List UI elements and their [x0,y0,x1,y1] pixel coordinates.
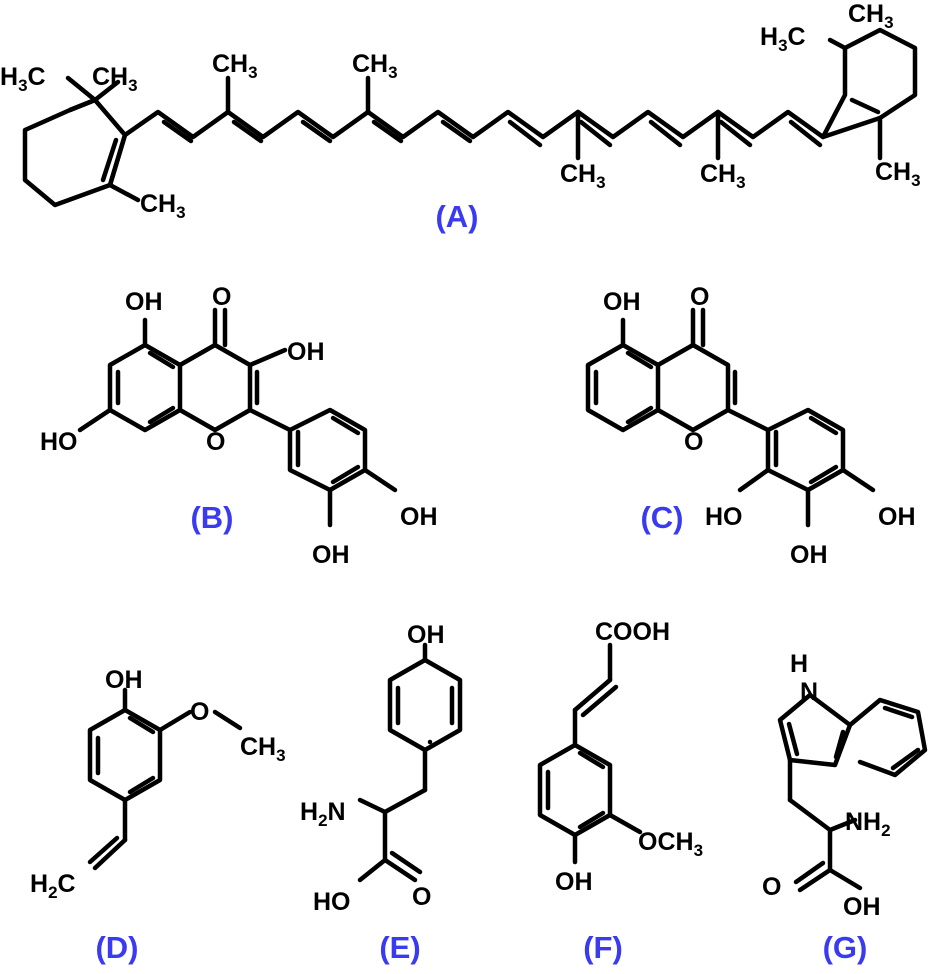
label-ch3: CH3 [560,160,606,192]
label-ch3: CH3 [92,63,138,95]
label-o: O [190,698,209,726]
label-h: H [790,650,808,678]
label-ch3: CH3 [352,50,398,82]
label-h2n: H2N [300,798,346,830]
label-o: O [684,428,703,456]
label-h2c: H2C [30,870,76,902]
label-o: O [206,428,225,456]
molecule-e-tyrosine: OH H2N HO O (E) [300,621,463,965]
label-o: O [690,283,709,311]
label-a: (A) [435,199,478,234]
molecule-b-quercetin: OH O OH HO O OH OH (B) [40,283,438,569]
label-cooh: COOH [595,618,670,646]
label-ch3: CH3 [848,0,894,32]
molecule-c: OH O O OH HO OH (C) [585,283,916,569]
label-oh: OH [407,621,445,649]
label-ch3: CH3 [140,190,186,222]
label-ho: HO [313,888,351,916]
molecule-f-ferulic-acid: COOH OCH3 OH (F) [537,618,703,965]
label-d: (D) [95,930,138,965]
label-oh: OH [878,503,916,531]
label-nh2: NH2 [845,808,891,840]
molecule-a-beta-carotene: H3C CH3 CH3 CH3 CH3 CH3 CH3 CH3 H3C CH3 … [0,0,921,234]
label-ho: HO [40,428,78,456]
label-oh: OH [843,893,881,921]
molecule-g-tryptophan: H N NH2 O OH (G) [762,650,928,965]
label-oh: OH [312,541,350,569]
label-oh: OH [125,288,163,316]
label-ch3: CH3 [875,158,921,190]
label-h3c: H3C [760,23,806,55]
label-och3: OCH3 [638,828,703,860]
label-o: O [412,883,431,911]
label-ch3: CH3 [240,733,286,765]
label-oh: OH [287,338,325,366]
label-b: (B) [190,500,233,535]
label-ch3: CH3 [212,50,258,82]
label-oh: OH [555,868,593,896]
label-ch3: CH3 [700,160,746,192]
label-n: N [800,678,818,706]
label-oh: OH [400,503,438,531]
label-o: O [762,873,781,901]
label-oh: OH [105,666,143,694]
molecule-d: OH O CH3 H2C (D) [30,666,286,965]
label-ho: HO [705,503,743,531]
label-c: (C) [640,500,683,535]
label-g: (G) [823,930,868,965]
label-f: (F) [583,930,623,965]
label-o: O [212,283,231,311]
label-oh: OH [790,541,828,569]
label-oh: OH [603,288,641,316]
label-h3c: H3C [0,63,46,95]
label-e: (E) [379,930,420,965]
